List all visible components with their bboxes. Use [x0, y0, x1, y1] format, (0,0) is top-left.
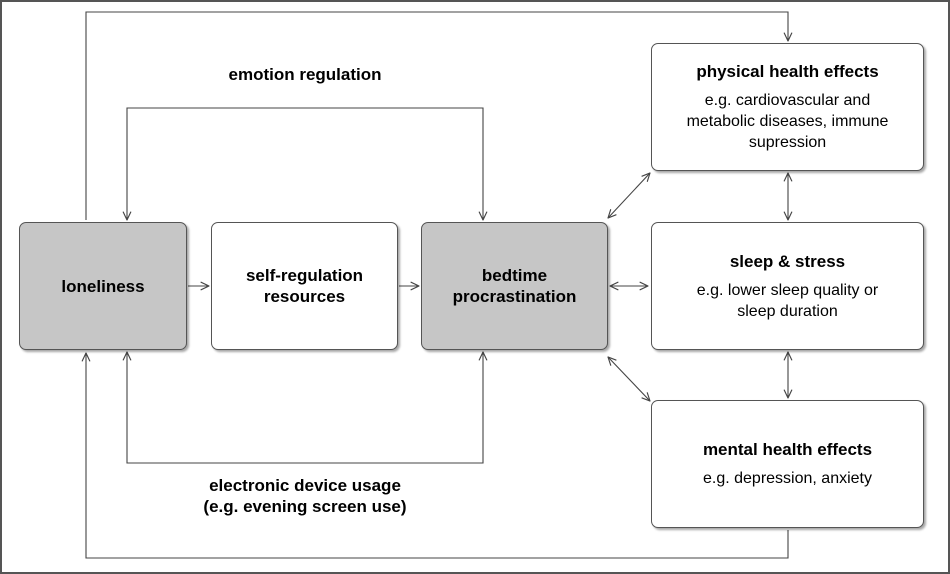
node-bedtime-procrastination: bedtime procrastination [421, 222, 608, 350]
node-mental-health-effects: mental health effects e.g. depression, a… [651, 400, 924, 528]
node-sleep-title: sleep & stress [729, 251, 846, 271]
node-sleep-detail: e.g. lower sleep quality or sleep durati… [696, 281, 879, 320]
node-physical-title: physical health effects [696, 62, 879, 81]
arrow-electronic-device-loop [127, 352, 483, 464]
label-electronic-device-usage: electronic device usage (e.g. evening sc… [203, 476, 407, 516]
node-mental-detail: e.g. depression, anxiety [703, 470, 872, 487]
node-loneliness-title: loneliness [61, 276, 145, 296]
node-physical-detail: e.g. cardiovascular and metabolic diseas… [686, 92, 889, 151]
node-sleep-and-stress: sleep & stress e.g. lower sleep quality … [651, 222, 924, 350]
arrow-bedtime-mental [608, 357, 650, 401]
arrow-emotion-regulation-loop [127, 107, 483, 220]
arrow-mental-to-loneliness [86, 353, 789, 559]
node-bedtime-title: bedtime procrastination [452, 266, 577, 306]
arrow-bedtime-physical [608, 173, 650, 218]
node-mental-title: mental health effects [702, 440, 873, 459]
node-loneliness: loneliness [19, 222, 187, 350]
node-self-regulation-title: self-regulation resources [245, 266, 364, 306]
arrow-loneliness-to-physical [85, 11, 788, 220]
node-physical-health-effects: physical health effects e.g. cardiovascu… [651, 43, 924, 171]
label-emotion-regulation: emotion regulation [228, 65, 382, 84]
node-self-regulation-resources: self-regulation resources [211, 222, 398, 350]
